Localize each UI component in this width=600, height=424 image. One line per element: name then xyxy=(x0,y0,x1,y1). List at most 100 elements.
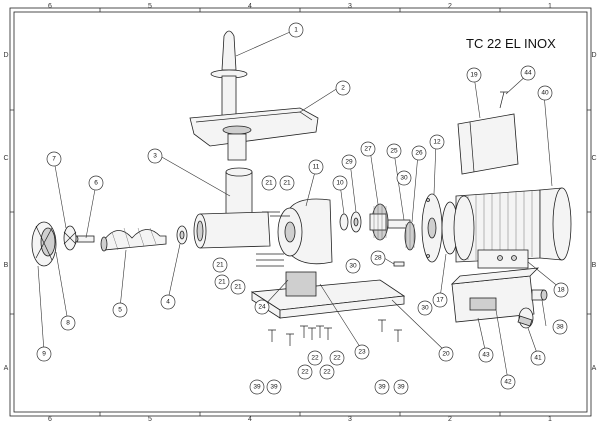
callout-24: 24 xyxy=(254,299,270,315)
callout-41: 41 xyxy=(530,350,546,366)
svg-text:39: 39 xyxy=(270,384,278,391)
svg-text:38: 38 xyxy=(556,324,564,331)
svg-text:2: 2 xyxy=(341,85,345,92)
callout-17: 17 xyxy=(432,292,448,308)
svg-text:26: 26 xyxy=(415,150,423,157)
callout-6: 6 xyxy=(88,175,104,191)
row-label-a-right: A xyxy=(592,365,597,372)
svg-text:4: 4 xyxy=(166,299,170,306)
part-ring-nut xyxy=(176,225,188,245)
svg-text:6: 6 xyxy=(94,180,98,187)
svg-text:3: 3 xyxy=(153,153,157,160)
callout-22-d: 22 xyxy=(329,350,345,366)
callout-30-b: 30 xyxy=(345,258,361,274)
part-tray xyxy=(189,107,319,161)
callout-21-a: 21 xyxy=(261,175,277,191)
svg-text:12: 12 xyxy=(433,139,441,146)
svg-text:10: 10 xyxy=(336,180,344,187)
svg-text:5: 5 xyxy=(118,307,122,314)
row-label-c-right: C xyxy=(591,155,596,162)
svg-text:27: 27 xyxy=(364,146,372,153)
callout-18: 18 xyxy=(553,282,569,298)
col-label-1-bottom: 1 xyxy=(548,416,552,423)
part-switch xyxy=(517,307,534,329)
col-label-5: 5 xyxy=(148,3,152,10)
part-bearings xyxy=(339,211,362,233)
svg-text:40: 40 xyxy=(541,90,549,97)
callout-23: 23 xyxy=(354,344,370,360)
svg-text:21: 21 xyxy=(234,284,242,291)
callout-27: 27 xyxy=(360,141,376,157)
part-motor-cover xyxy=(539,187,572,261)
callout-2: 2 xyxy=(335,80,351,96)
svg-text:30: 30 xyxy=(421,305,429,312)
callout-30-a: 30 xyxy=(396,170,412,186)
part-plate-and-ring xyxy=(31,221,57,267)
callout-21-c: 21 xyxy=(212,257,228,273)
callout-5: 5 xyxy=(112,302,128,318)
svg-text:42: 42 xyxy=(504,379,512,386)
svg-text:39: 39 xyxy=(397,384,405,391)
svg-text:21: 21 xyxy=(218,279,226,286)
part-cable-gland xyxy=(531,289,548,301)
part-motor xyxy=(441,189,541,269)
part-worm-screw xyxy=(100,227,167,252)
callout-39-b: 39 xyxy=(266,379,282,395)
svg-text:19: 19 xyxy=(470,72,478,79)
callout-20: 20 xyxy=(438,346,454,362)
callout-39-d: 39 xyxy=(393,379,409,395)
callout-28: 28 xyxy=(370,250,386,266)
callout-12: 12 xyxy=(429,134,445,150)
svg-text:11: 11 xyxy=(313,164,320,171)
svg-text:41: 41 xyxy=(534,355,542,362)
callout-22-c: 22 xyxy=(319,364,335,380)
callout-8: 8 xyxy=(60,315,76,331)
part-knife xyxy=(63,225,77,251)
leader-lines xyxy=(37,31,561,381)
part-gear-housing xyxy=(277,198,333,265)
svg-text:9: 9 xyxy=(42,351,46,358)
callout-42: 42 xyxy=(500,374,516,390)
svg-text:30: 30 xyxy=(400,175,408,182)
callout-1: 1 xyxy=(288,22,304,38)
row-label-d: D xyxy=(3,52,8,59)
col-label-2: 2 xyxy=(448,3,452,10)
col-label-5-bottom: 5 xyxy=(148,416,152,423)
col-label-1: 1 xyxy=(548,3,552,10)
callout-11: 11 xyxy=(308,159,324,175)
col-label-2-bottom: 2 xyxy=(448,416,452,423)
callout-21-b: 21 xyxy=(279,175,295,191)
svg-text:8: 8 xyxy=(66,320,70,327)
svg-text:22: 22 xyxy=(301,369,309,376)
part-key xyxy=(393,261,405,267)
part-motor-flange xyxy=(421,193,443,263)
svg-text:22: 22 xyxy=(311,355,319,362)
callout-9: 9 xyxy=(36,346,52,362)
svg-text:17: 17 xyxy=(436,297,444,304)
callout-7: 7 xyxy=(46,151,62,167)
callout-22-a: 22 xyxy=(297,364,313,380)
row-label-a: A xyxy=(4,365,9,372)
callout-4: 4 xyxy=(160,294,176,310)
callout-30-c: 30 xyxy=(417,300,433,316)
svg-text:22: 22 xyxy=(333,355,341,362)
part-switch-box xyxy=(450,267,540,323)
callout-38: 38 xyxy=(552,319,568,335)
callout-21-e: 21 xyxy=(230,279,246,295)
callout-39-a: 39 xyxy=(249,379,265,395)
svg-text:23: 23 xyxy=(358,349,366,356)
svg-text:18: 18 xyxy=(557,287,565,294)
callout-43: 43 xyxy=(478,347,494,363)
svg-text:29: 29 xyxy=(345,159,353,166)
callout-19: 19 xyxy=(466,67,482,83)
svg-text:24: 24 xyxy=(258,304,266,311)
svg-text:21: 21 xyxy=(216,262,224,269)
row-label-b: B xyxy=(4,262,9,269)
drawing-title: TC 22 EL INOX xyxy=(466,36,556,51)
callout-39-c: 39 xyxy=(374,379,390,395)
svg-text:39: 39 xyxy=(378,384,386,391)
part-knife-pin xyxy=(73,235,95,243)
callout-29: 29 xyxy=(341,154,357,170)
part-screws xyxy=(268,319,402,346)
